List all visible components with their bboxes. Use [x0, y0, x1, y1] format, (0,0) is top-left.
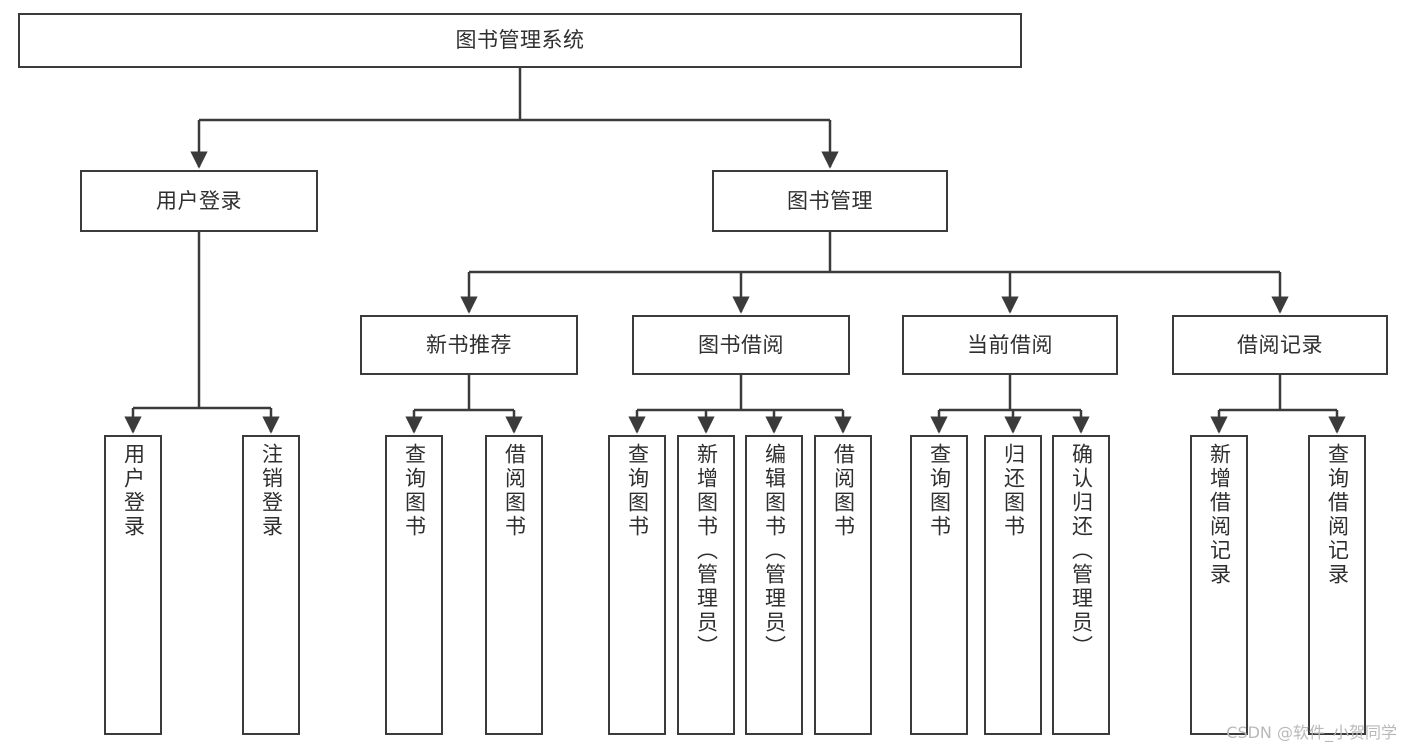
node-root[interactable]: 图书管理系统 — [18, 13, 1022, 68]
node-leaf-add-record[interactable]: 新增借阅记录 — [1190, 435, 1248, 735]
node-leaf-return-book-label: 归还图书 — [1001, 443, 1026, 539]
node-borrow-record[interactable]: 借阅记录 — [1172, 315, 1388, 375]
node-user-login[interactable]: 用户登录 — [80, 170, 318, 232]
node-book-manage[interactable]: 图书管理 — [712, 170, 948, 232]
node-leaf-logout-label: 注销登录 — [259, 443, 284, 539]
node-book-borrow[interactable]: 图书借阅 — [632, 315, 850, 375]
node-new-book-rec[interactable]: 新书推荐 — [360, 315, 578, 375]
node-leaf-borrow-book-1[interactable]: 借阅图书 — [485, 435, 543, 735]
node-leaf-add-book[interactable]: 新增图书（管理员） — [677, 435, 735, 735]
node-leaf-query-book-2-label: 查询图书 — [625, 443, 650, 539]
node-leaf-confirm-return-label: 确认归还（管理员） — [1069, 443, 1094, 659]
node-leaf-add-record-label: 新增借阅记录 — [1207, 443, 1232, 587]
node-leaf-query-book-3-label: 查询图书 — [927, 443, 952, 539]
node-leaf-query-book-1[interactable]: 查询图书 — [385, 435, 443, 735]
node-leaf-user-login[interactable]: 用户登录 — [104, 435, 162, 735]
node-leaf-borrow-book-2-label: 借阅图书 — [831, 443, 856, 539]
node-leaf-logout[interactable]: 注销登录 — [242, 435, 300, 735]
node-leaf-borrow-book-2[interactable]: 借阅图书 — [814, 435, 872, 735]
node-leaf-borrow-book-1-label: 借阅图书 — [502, 443, 527, 539]
node-new-book-rec-label: 新书推荐 — [426, 332, 512, 357]
connector-group — [124, 68, 1346, 434]
node-book-borrow-label: 图书借阅 — [698, 332, 784, 357]
node-leaf-confirm-return[interactable]: 确认归还（管理员） — [1052, 435, 1110, 735]
node-leaf-query-book-2[interactable]: 查询图书 — [608, 435, 666, 735]
node-leaf-edit-book[interactable]: 编辑图书（管理员） — [745, 435, 803, 735]
node-leaf-query-record-label: 查询借阅记录 — [1325, 443, 1350, 587]
node-leaf-edit-book-label: 编辑图书（管理员） — [762, 443, 787, 659]
node-book-manage-label: 图书管理 — [787, 188, 873, 213]
node-current-borrow-label: 当前借阅 — [967, 332, 1053, 357]
node-leaf-return-book[interactable]: 归还图书 — [984, 435, 1042, 735]
node-leaf-query-book-1-label: 查询图书 — [402, 443, 427, 539]
node-root-label: 图书管理系统 — [455, 28, 585, 53]
node-current-borrow[interactable]: 当前借阅 — [902, 315, 1118, 375]
node-user-login-label: 用户登录 — [156, 188, 242, 213]
node-leaf-add-book-label: 新增图书（管理员） — [694, 443, 719, 659]
node-leaf-query-book-3[interactable]: 查询图书 — [910, 435, 968, 735]
node-leaf-query-record[interactable]: 查询借阅记录 — [1308, 435, 1366, 735]
node-borrow-record-label: 借阅记录 — [1237, 332, 1323, 357]
node-leaf-user-login-label: 用户登录 — [121, 443, 146, 539]
